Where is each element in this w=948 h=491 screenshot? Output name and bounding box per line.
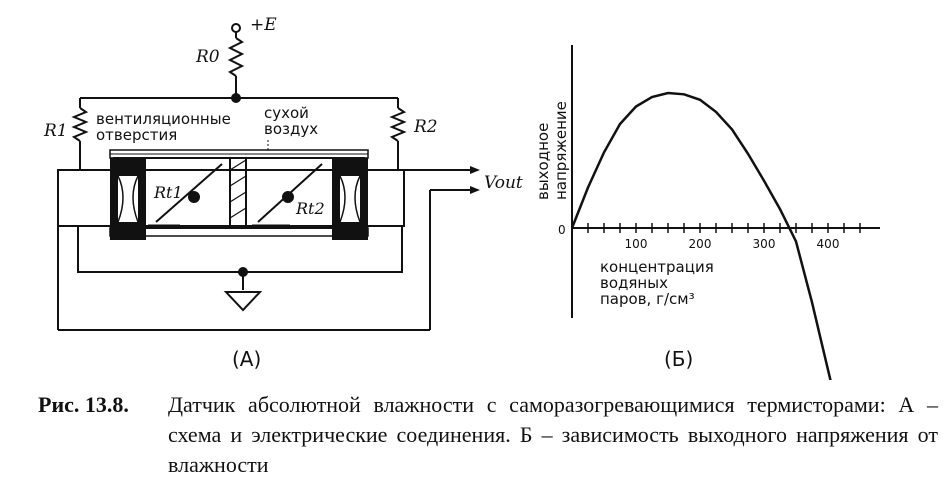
r0-label: R0 (195, 47, 220, 67)
y-axis-label-line1: выходное (534, 123, 552, 200)
thermistor-rt2 (282, 191, 294, 203)
circuit-labels: +E R0 R1 R2 Rt1 Rt2 Vout вентиляционные … (43, 15, 523, 371)
panel-a-label: (А) (232, 347, 261, 371)
partition (229, 157, 247, 229)
resistor-r2 (389, 107, 407, 142)
r1-label: R1 (43, 121, 68, 141)
ground-symbol (223, 291, 263, 312)
caption-text: Датчик абсолютной влажности с саморазогр… (168, 392, 938, 477)
rt1-label: Rt1 (153, 183, 183, 202)
resistor-r0 (227, 37, 245, 77)
series-line-output-voltage (570, 91, 832, 380)
resistor-r1 (71, 107, 89, 142)
vent-label-line1: вентиляционные (96, 110, 231, 128)
supply-label: +E (250, 15, 277, 35)
rt2-label: Rt2 (295, 199, 325, 218)
supply-terminal (231, 23, 241, 33)
r2-label: R2 (413, 117, 438, 137)
x-axis-label-line3: паров, г/см³ (600, 290, 695, 308)
dry-air-line1: сухой (264, 104, 309, 122)
x-tick-label: 400 (817, 237, 840, 251)
figure: +E R0 R1 R2 Rt1 Rt2 Vout вентиляционные … (43, 15, 880, 380)
x-axis-label-line1: концентрация (600, 258, 714, 276)
y-axis-label-line2: напряжение (552, 101, 570, 200)
panel-b-label: (Б) (664, 347, 693, 371)
x-tick-label: 200 (689, 237, 712, 251)
thermistor-rt1 (188, 191, 200, 203)
caption-number: Рис. 13.8. (38, 392, 129, 417)
circuit-diagram (57, 23, 480, 331)
vent-label-line2: отверстия (96, 126, 177, 144)
x-tick-label: 100 (625, 237, 648, 251)
dry-air-line2: воздух (264, 120, 318, 138)
x-axis-label-line2: водяных (600, 274, 668, 292)
humidity-chart: 100 200 300 400 0 выходное напряжение конце… (534, 45, 880, 380)
x-tick-label: 300 (753, 237, 776, 251)
vout-label: Vout (484, 173, 523, 193)
origin-label: 0 (558, 223, 566, 237)
